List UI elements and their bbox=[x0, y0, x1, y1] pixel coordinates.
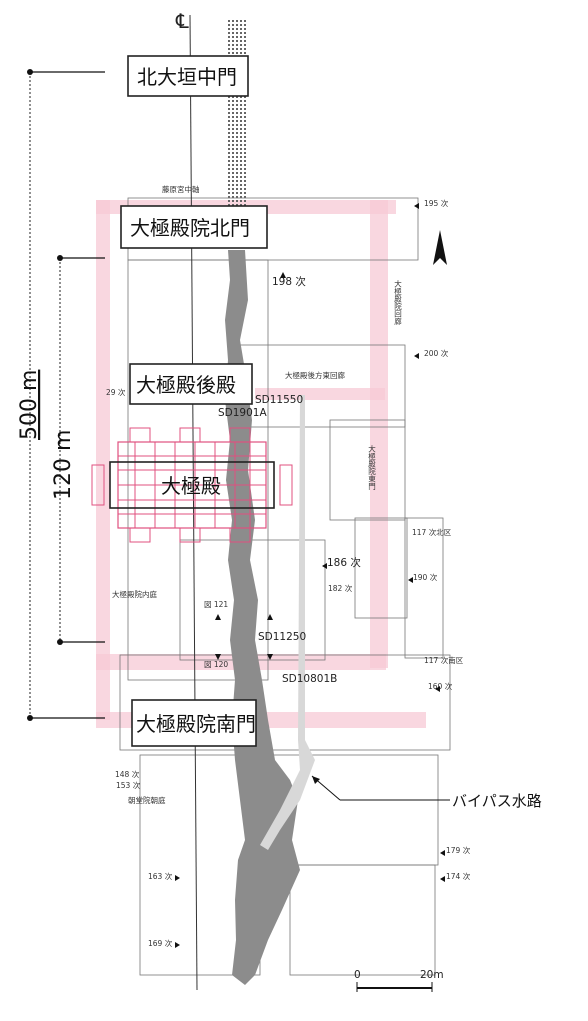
svg-text:大極殿: 大極殿 bbox=[161, 474, 221, 498]
bypass-callout: バイパス水路 bbox=[311, 775, 542, 810]
sd11250-label: SD11250 bbox=[258, 631, 306, 643]
svg-text:北大垣中門: 北大垣中門 bbox=[137, 65, 237, 89]
north-arrow-icon bbox=[433, 230, 447, 265]
svg-text:20m: 20m bbox=[420, 969, 444, 981]
central-axis-line bbox=[189, 14, 198, 991]
court-front-label: 朝堂院朝庭 bbox=[128, 795, 166, 805]
sd1901a-label: SD1901A bbox=[218, 407, 267, 419]
inner-court-label: 大極殿院内庭 bbox=[112, 589, 157, 599]
dotted-road bbox=[228, 20, 246, 215]
corridor-east-label: 大極殿後方東回廊 bbox=[285, 370, 345, 380]
svg-text:153 次: 153 次 bbox=[116, 780, 141, 790]
svg-text:195 次: 195 次 bbox=[424, 198, 449, 208]
svg-text:182 次: 182 次 bbox=[328, 583, 353, 593]
corridor-right-label: 大極殿院回廊 bbox=[393, 279, 402, 327]
svg-text:117 次南区: 117 次南区 bbox=[424, 655, 464, 665]
label-main-hall: 大極殿 bbox=[109, 461, 275, 509]
svg-text:200 次: 200 次 bbox=[424, 348, 449, 358]
main-hall-plan bbox=[91, 427, 293, 543]
svg-text:0: 0 bbox=[354, 969, 361, 981]
bypass-channel bbox=[260, 395, 315, 850]
survey-labels: 195 次 198 次 200 次 29 次 117 次北区 186 次 182… bbox=[106, 198, 471, 948]
scale-500-label: 500 m bbox=[17, 370, 42, 440]
svg-text:163 次: 163 次 bbox=[148, 871, 173, 881]
water-channel bbox=[225, 250, 300, 985]
svg-text:29 次: 29 次 bbox=[106, 387, 126, 397]
axis-symbol: ℄ bbox=[175, 9, 189, 33]
svg-text:大極殿後殿: 大極殿後殿 bbox=[136, 373, 236, 397]
svg-text:大極殿院北門: 大極殿院北門 bbox=[130, 216, 250, 240]
svg-text:174 次: 174 次 bbox=[446, 871, 471, 881]
label-rear-hall: 大極殿後殿 bbox=[129, 363, 253, 405]
scale-120m: 120 m bbox=[51, 255, 105, 645]
label-inner-north-gate: 大極殿院北門 bbox=[120, 205, 268, 249]
survey-markers bbox=[175, 203, 445, 948]
sd10801b-label: SD10801B bbox=[282, 673, 337, 685]
fig121-label: 図 121 bbox=[204, 600, 228, 609]
svg-text:198 次: 198 次 bbox=[272, 275, 306, 288]
courtyard-east-label: 大極殿院東門 bbox=[367, 444, 376, 492]
svg-text:186 次: 186 次 bbox=[327, 556, 361, 569]
svg-text:160 次: 160 次 bbox=[428, 681, 453, 691]
scale-500m: 500 m bbox=[17, 69, 105, 721]
scale-120-label: 120 m bbox=[51, 430, 76, 500]
svg-text:148 次: 148 次 bbox=[115, 769, 140, 779]
corridor-overlay bbox=[96, 200, 426, 728]
bypass-label: バイパス水路 bbox=[452, 792, 542, 810]
svg-text:169 次: 169 次 bbox=[148, 938, 173, 948]
bar-scale: 0 20m bbox=[354, 969, 444, 992]
svg-text:大極殿院南門: 大極殿院南門 bbox=[136, 712, 256, 736]
svg-text:179 次: 179 次 bbox=[446, 845, 471, 855]
fig120-label: 図 120 bbox=[204, 660, 228, 669]
label-south-gate: 大極殿院南門 bbox=[131, 699, 257, 747]
axis-label: 藤原宮中軸 bbox=[162, 184, 200, 194]
svg-text:190 次: 190 次 bbox=[413, 572, 438, 582]
sd11550-label: SD11550 bbox=[255, 394, 303, 406]
svg-text:117 次北区: 117 次北区 bbox=[412, 527, 452, 537]
label-north-gate: 北大垣中門 bbox=[127, 55, 249, 97]
